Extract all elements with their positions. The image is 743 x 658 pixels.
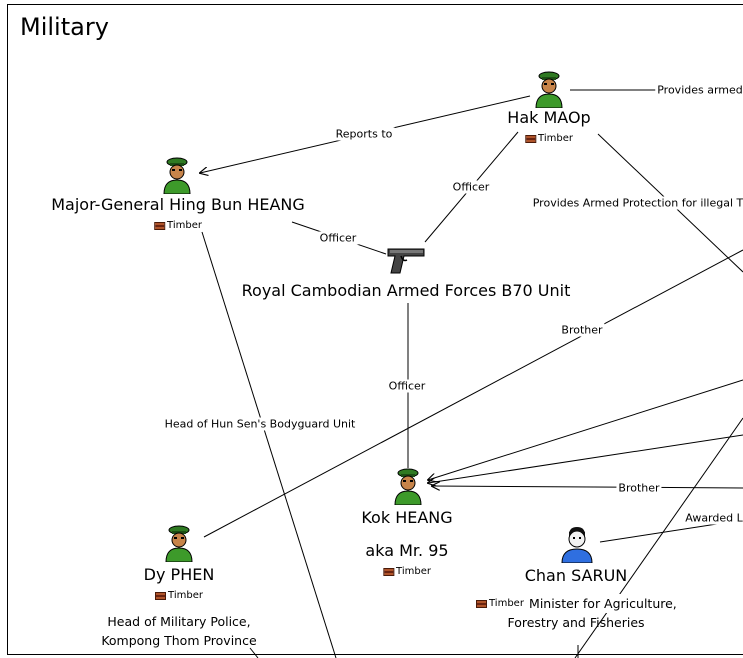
- edge-label-brother-dy: Brother: [559, 323, 605, 337]
- node-kok-heang[interactable]: Kok HEANG aka Mr. 95 Timber: [361, 508, 452, 580]
- network-panel: Military: [7, 4, 743, 655]
- edge-label-provides-protection: Provides Armed Protection for illegal T: [530, 196, 743, 210]
- panel-title: Military: [20, 13, 109, 41]
- timber-tag: Timber: [476, 598, 524, 610]
- soldier-icon[interactable]: [161, 156, 193, 198]
- edge-bodyguard[interactable]: [201, 231, 337, 658]
- edge-label-reports-to: Reports to: [333, 127, 395, 141]
- timber-icon: [155, 592, 167, 600]
- edge-label-provides-armed: Provides armed: [655, 83, 743, 97]
- node-desc-line1: Head of Military Police,: [107, 614, 251, 629]
- timber-tag: Timber: [525, 133, 573, 145]
- node-name: Dy PHEN: [143, 565, 215, 584]
- edge-to-kok-1[interactable]: [428, 379, 743, 480]
- node-name: Kok HEANG: [361, 508, 453, 527]
- edge-label-officer-hak: Officer: [450, 180, 492, 194]
- timber-tag: Timber: [155, 590, 203, 602]
- edge-label-awarded: Awarded L: [683, 511, 743, 525]
- node-name: Chan SARUN: [524, 566, 628, 585]
- edge-label-brother-kok: Brother: [616, 481, 662, 495]
- node-desc-line1: Minister for Agriculture,: [529, 594, 677, 613]
- edge-brother-dy[interactable]: [203, 249, 743, 538]
- node-chan-sarun[interactable]: Chan SARUN Timber Minister for Agricultu…: [476, 566, 677, 632]
- node-name: Major-General Hing Bun HEANG: [51, 195, 305, 214]
- edge-dy-down[interactable]: [249, 647, 259, 658]
- edge-label-officer-hing: Officer: [317, 231, 359, 245]
- timber-tag: Timber: [154, 220, 202, 232]
- node-desc-line2: Kompong Thom Province: [101, 633, 257, 648]
- node-aka: aka Mr. 95: [365, 541, 449, 560]
- edge-label-officer-kok: Officer: [386, 379, 428, 393]
- timber-icon: [525, 135, 537, 143]
- timber-icon: [154, 222, 166, 230]
- timber-icon: [383, 568, 395, 576]
- node-dy-phen[interactable]: Dy PHEN Timber Head of Military Police, …: [79, 565, 279, 650]
- edge-brother-kok[interactable]: [432, 486, 743, 488]
- timber-tag: Timber: [383, 566, 431, 578]
- pistol-icon[interactable]: [386, 245, 428, 279]
- node-hak-maop[interactable]: Hak MAOp Timber: [507, 108, 590, 147]
- node-name: Hak MAOp: [507, 108, 591, 127]
- node-desc-line2: Forestry and Fisheries: [507, 615, 645, 630]
- node-name: Royal Cambodian Armed Forces B70 Unit: [241, 281, 571, 300]
- edge-label-bodyguard: Head of Hun Sen's Bodyguard Unit: [162, 417, 358, 431]
- node-b70-unit[interactable]: Royal Cambodian Armed Forces B70 Unit: [242, 281, 571, 301]
- soldier-icon[interactable]: [392, 467, 424, 509]
- edge-long-diagonal[interactable]: [574, 417, 743, 658]
- soldier-icon[interactable]: [533, 70, 565, 112]
- civilian-icon[interactable]: [560, 525, 594, 567]
- edge-to-kok-2[interactable]: [428, 434, 743, 483]
- soldier-icon[interactable]: [163, 524, 195, 566]
- timber-icon: [476, 600, 487, 608]
- node-hing-bun-heang[interactable]: Major-General Hing Bun HEANG Timber: [51, 195, 305, 234]
